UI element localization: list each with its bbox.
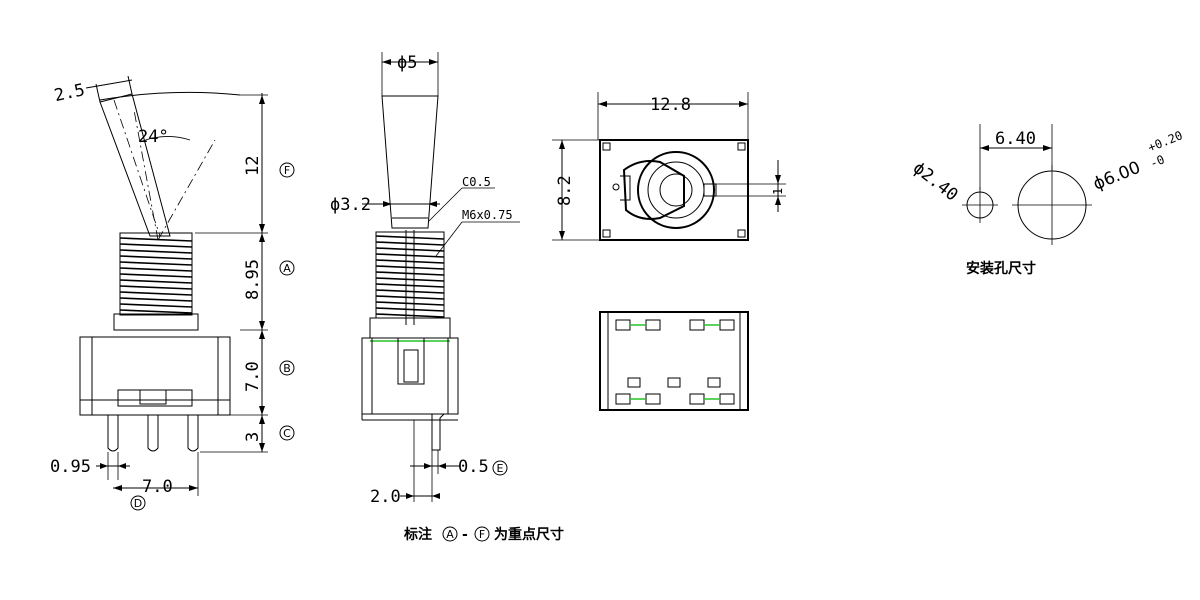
thread-line [375,301,445,306]
svg-text:D: D [134,497,142,510]
mark-f-circle: F [279,162,295,178]
svg-text:B: B [283,362,291,375]
bottom-terminal [689,319,705,331]
mounting-holes: 6.40 ϕ2.40 ϕ6.00 +0.20 -0 安装孔尺寸 [909,124,1185,277]
switch-body [79,336,231,416]
top-nut [637,151,715,229]
thread-line [119,303,193,308]
thread-line [375,283,445,288]
thread-length-label: 8.95 [243,259,263,300]
top-body [599,139,749,241]
tolerance-minus: -0 [1148,152,1167,170]
svg-text:E: E [497,462,504,475]
mark-c-circle: C [279,425,295,441]
lever [99,91,241,241]
thread-line [375,247,445,252]
thread-line [119,255,193,260]
front-view: ϕ5 ϕ3.2 C0.5 M6x0.75 [330,52,520,507]
thread-line [375,253,445,258]
svg-text:F: F [284,164,290,177]
chamfer-note: C0.5 [462,175,491,189]
top-height-label: 8.2 [555,175,575,206]
top-width-label: 12.8 [650,95,691,115]
lever-length-label: 12 [243,156,263,176]
bottom-terminal [645,319,661,331]
thread [119,232,193,316]
top-view: 12.8 8.2 1 [552,92,786,241]
bottom-terminal [615,319,631,331]
thread-line [375,307,445,312]
thread-line [119,249,193,254]
footer-suffix: 为重点尺寸 [494,526,564,543]
large-hole-label: ϕ6.00 [1090,158,1143,195]
bottom-terminal [645,393,661,405]
bottom-view [599,311,749,411]
body-height-label: 7.0 [243,361,263,392]
thread-line [119,273,193,278]
thread-note: M6x0.75 [462,208,513,222]
tip-width-label: 2.5 [52,80,86,106]
mounting-caption: 安装孔尺寸 [966,260,1036,277]
thread-line [375,271,445,276]
front-lever [381,95,439,229]
pin-pitch-label: 7.0 [142,477,173,497]
mark-b-circle: B [279,360,295,376]
hole-spacing-label: 6.40 [995,129,1036,149]
terminal-pins [107,415,199,452]
thread-line [375,235,445,240]
thread-line [119,279,193,284]
collar [113,313,199,331]
top-lever [622,160,685,220]
bottom-body [599,311,749,411]
thread-line [119,267,193,272]
pin-offset-label: 2.0 [370,487,401,507]
thread-line [119,297,193,302]
side-view: 24° 2.5 [50,75,295,511]
thread-line [375,259,445,264]
thread-line [119,285,193,290]
thread-line [375,265,445,270]
thread-line [119,309,193,314]
footer-to-mark: F [479,528,485,541]
mark-a-circle: A [279,260,295,276]
thread-line [119,237,193,242]
svg-text:C: C [283,427,291,440]
shaft-diameter-label: ϕ3.2 [330,195,371,215]
thread-line [119,261,193,266]
thread-line [375,241,445,246]
footer-note: 标注 A - F 为重点尺寸 [403,526,564,543]
footer-from-mark: A [446,528,454,541]
bottom-terminal [719,393,735,405]
bottom-terminal [615,393,631,405]
tolerance-plus: +0.20 [1146,128,1185,155]
top-small-dim-label: 1 [771,188,785,195]
thread-line [375,277,445,282]
thread-line [119,291,193,296]
pin-thickness-label: 0.5 [458,457,489,477]
pin-width-label: 0.95 [50,457,91,477]
mark-d-circle: D [130,495,146,511]
front-body [361,337,459,415]
pin-length-label: 3 [243,432,263,442]
mark-e-circle: E [492,460,508,476]
bottom-terminal [719,319,735,331]
svg-text:A: A [283,262,291,275]
thread-line [119,243,193,248]
small-hole-label: ϕ2.40 [909,158,962,205]
thread-line [375,313,445,318]
lever-top-diameter-label: ϕ5 [397,53,417,73]
footer-dash: - [462,527,468,543]
angle-label: 24° [138,127,169,147]
thread-line [375,289,445,294]
bottom-terminal [689,393,705,405]
thread-line [375,295,445,300]
footer-prefix: 标注 [403,526,432,543]
